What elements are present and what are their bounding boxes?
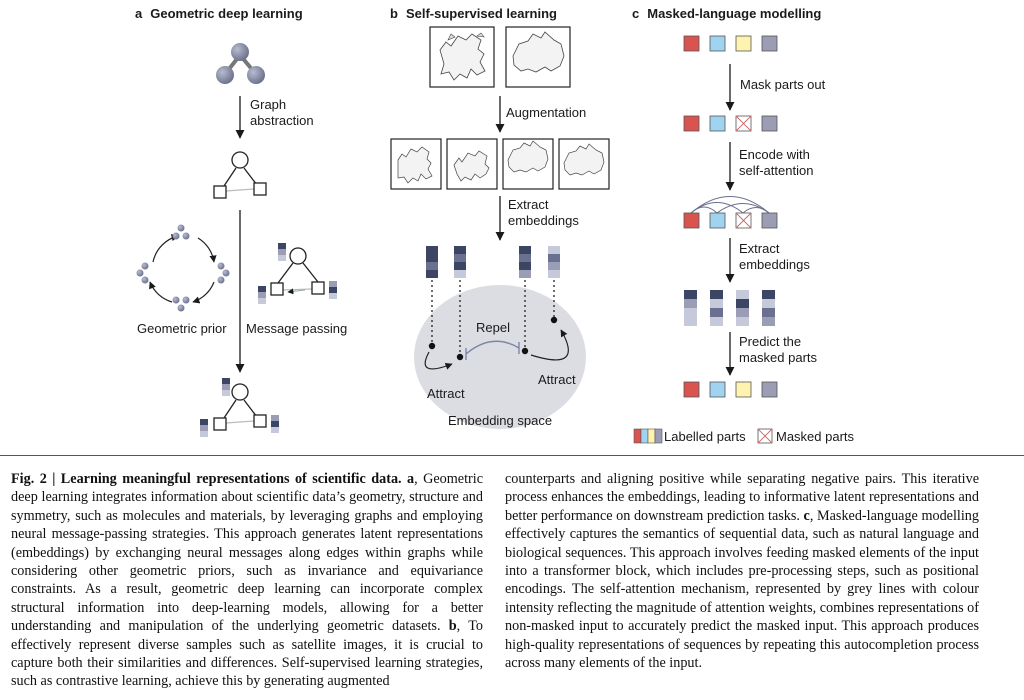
panel-b-graphics bbox=[390, 26, 610, 429]
mask-parts-out-label: Mask parts out bbox=[740, 77, 826, 92]
caption-heading: Fig. 2 | Learning meaningful representat… bbox=[11, 471, 402, 487]
panel-a-graphics bbox=[136, 43, 337, 437]
graph-abstraction-label: Graph abstraction bbox=[250, 97, 314, 128]
augmented-maps bbox=[390, 138, 610, 190]
embedded-graph-icon bbox=[200, 378, 279, 437]
legend-labelled-text: Labelled parts bbox=[664, 429, 746, 444]
figure-graphics bbox=[136, 26, 778, 444]
attract-right-label: Attract bbox=[538, 372, 576, 387]
extract-embeddings-label-c: Extract embeddings bbox=[739, 241, 810, 272]
legend-labelled-icon bbox=[633, 428, 663, 444]
encode-label: Encode with self-attention bbox=[739, 147, 814, 178]
message-passing-label: Message passing bbox=[246, 321, 348, 336]
geometric-prior-label: Geometric prior bbox=[137, 321, 227, 336]
message-passing-icon bbox=[258, 243, 337, 304]
augmentation-label: Augmentation bbox=[506, 105, 587, 120]
panel-c-graphics bbox=[633, 35, 778, 444]
embedding-space-label: Embedding space bbox=[448, 413, 553, 428]
legend-masked-text: Masked parts bbox=[776, 429, 855, 444]
extract-embeddings-label-b: Extract embeddings bbox=[508, 197, 579, 228]
legend-masked-icon bbox=[757, 428, 773, 444]
embedding-bars bbox=[426, 246, 560, 278]
embedding-space-disc bbox=[414, 285, 586, 429]
attract-left-label: Attract bbox=[427, 386, 465, 401]
caption-column-2: counterparts and aligning positive while… bbox=[505, 471, 979, 672]
geometric-prior-icon bbox=[136, 224, 230, 312]
map-australia bbox=[505, 26, 571, 88]
caption-column-1: Fig. 2 | Learning meaningful representat… bbox=[11, 471, 484, 690]
caption-divider bbox=[0, 455, 1024, 456]
predict-label: Predict the masked parts bbox=[739, 334, 818, 365]
repel-label: Repel bbox=[476, 320, 510, 335]
sequence-embeddings bbox=[684, 290, 775, 326]
molecule-icon bbox=[216, 43, 265, 84]
map-europe bbox=[429, 26, 495, 88]
graph-icon bbox=[213, 151, 267, 199]
